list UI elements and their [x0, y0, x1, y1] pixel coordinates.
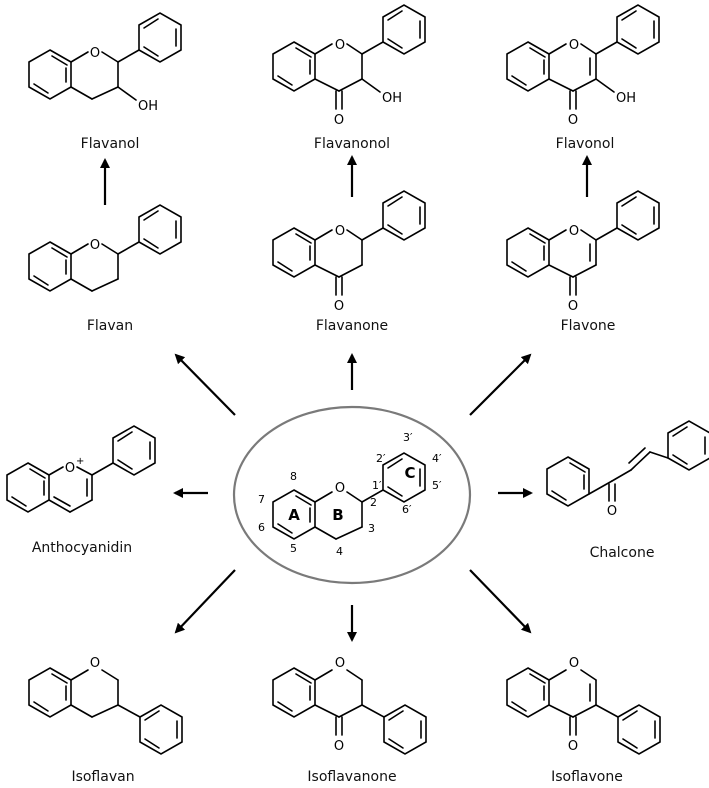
arrow-to-flavone — [469, 353, 532, 416]
structure-anthocyanidin: O + — [6, 425, 156, 513]
reaction-arrows — [100, 155, 592, 642]
flavanonol-carbonyl-oxygen: O — [334, 113, 344, 128]
isoflavan-ring-oxygen: O — [90, 656, 100, 671]
flavanonol-name: Flavanonol — [314, 136, 390, 152]
flavonol-carbonyl-oxygen: O — [568, 113, 578, 128]
core-oxygen: O — [335, 481, 345, 496]
isoflavone-carbonyl-oxygen: O — [568, 739, 578, 754]
isoflavanone-carbonyl-oxygen: O — [334, 739, 344, 754]
flavanonol-hydroxyl: OH — [382, 91, 402, 106]
isoflavan-name: Isoflavan — [71, 769, 134, 785]
arrow-to-isoflavan — [174, 569, 236, 634]
position-6: 6 — [258, 521, 265, 534]
core-structure: O A B C 2 3 4 5 6 7 8 1′ 2′ 3′ 4′ 5′ 6′ — [258, 431, 442, 558]
structure-isoflavan: O — [28, 656, 183, 755]
ring-a-label: A — [288, 506, 300, 524]
position-8: 8 — [290, 470, 297, 483]
structure-flavanonol: O O OH — [272, 4, 426, 128]
ring-c-label: C — [404, 464, 415, 482]
flavanonol-ring-oxygen: O — [335, 38, 345, 53]
structure-chalcone: O — [546, 420, 709, 519]
isoflavanone-name: Isoflavanone — [307, 769, 396, 785]
flavanone-name: Flavanone — [316, 318, 388, 334]
anthocyanidin-name: Anthocyanidin — [32, 540, 132, 556]
position-5: 5 — [290, 542, 297, 555]
chalcone-name: Chalcone — [590, 545, 655, 561]
flavonol-ring-oxygen: O — [569, 38, 579, 53]
flavanol-ring-oxygen: O — [90, 46, 100, 61]
position-4-prime: 4′ — [432, 452, 442, 465]
flavanol-name: Flavanol — [81, 136, 140, 152]
isoflavanone-ring-oxygen: O — [335, 656, 345, 671]
position-4: 4 — [336, 545, 343, 558]
structure-flavanol: O OH — [28, 12, 182, 114]
structure-flavan: O — [28, 204, 182, 292]
position-7: 7 — [258, 493, 265, 506]
structure-flavanone: O O — [272, 190, 426, 314]
structure-flavone: O O — [506, 190, 660, 314]
position-2-prime: 2′ — [376, 452, 386, 465]
arrow-to-isoflavone — [469, 569, 532, 634]
position-1-prime: 1′ — [372, 479, 382, 492]
arrow-to-flavan — [174, 353, 236, 416]
chalcone-carbonyl-oxygen: O — [607, 504, 617, 519]
structure-isoflavanone: O O — [272, 656, 427, 755]
structure-flavonol: O O OH — [506, 4, 660, 128]
flavanone-carbonyl-oxygen: O — [334, 299, 344, 314]
flavone-ring-oxygen: O — [569, 224, 579, 239]
flavonol-name: Flavonol — [556, 136, 615, 152]
flavan-ring-oxygen: O — [90, 238, 100, 253]
flavone-name: Flavone — [561, 318, 616, 334]
flavan-name: Flavan — [87, 318, 133, 334]
flavone-carbonyl-oxygen: O — [568, 299, 578, 314]
isoflavone-name: Isoflavone — [551, 769, 623, 785]
anthocyanidin-ring-oxygen: O — [65, 461, 75, 476]
position-3-prime: 3′ — [403, 431, 413, 444]
ring-b-label: B — [332, 506, 343, 524]
position-3: 3 — [368, 522, 375, 535]
isoflavone-ring-oxygen: O — [569, 656, 579, 671]
anthocyanidin-positive-charge: + — [76, 456, 84, 467]
flavanone-ring-oxygen: O — [335, 224, 345, 239]
position-2: 2 — [370, 496, 377, 509]
flavonol-hydroxyl: OH — [616, 91, 636, 106]
flavanol-hydroxyl: OH — [138, 99, 158, 114]
core-ellipse — [232, 405, 472, 585]
position-6-prime: 6′ — [402, 503, 412, 516]
position-5-prime: 5′ — [432, 479, 442, 492]
structure-isoflavone: O O — [506, 656, 661, 755]
